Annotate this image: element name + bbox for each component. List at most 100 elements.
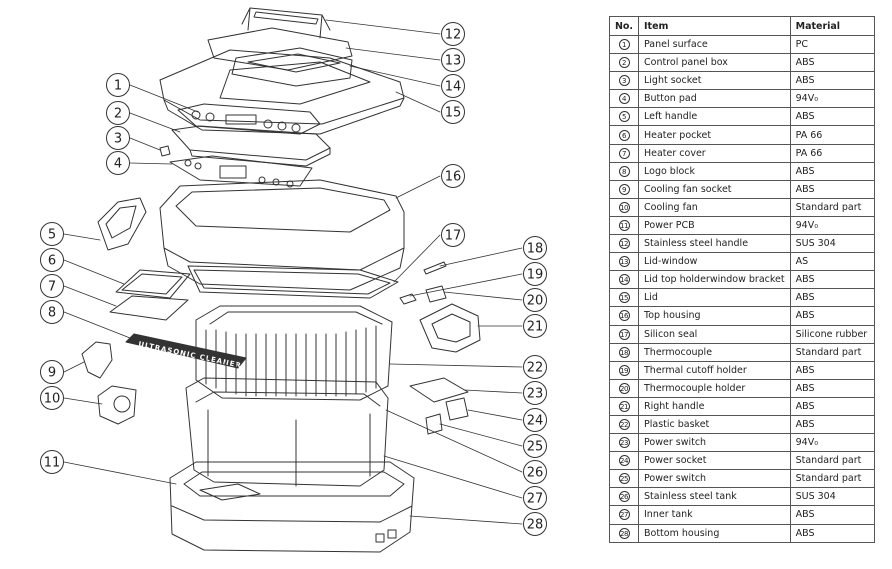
callout-circle [106,101,130,125]
callout-circle [441,223,465,247]
row-number: 8 [609,161,639,181]
callout-number: 6 [48,254,56,269]
callout-number: 7 [48,280,56,295]
row-number-badge: 1 [618,39,630,51]
row-material: Standard part [789,342,875,362]
row-item: Heater pocket [638,125,791,145]
inner-tank-part [185,377,389,487]
row-number: 10 [609,197,639,217]
callout-10: 10 [40,386,64,410]
row-number-badge: 20 [618,382,630,394]
row-material: SUS 304 [789,487,875,507]
callout-17: 17 [441,223,465,247]
row-number: 14 [609,270,639,290]
row-item: Bottom housing [638,523,791,543]
callout-circle [40,360,64,384]
row-number-badge: 6 [618,129,630,141]
row-number: 1 [609,34,639,55]
thermal-cutoff-holder-part [399,293,417,305]
callout-number: 3 [114,132,122,147]
row-number-badge: 12 [618,238,630,250]
row-material: ABS [789,360,875,380]
row-item: Control panel box [638,53,791,73]
callout-28: 28 [523,512,547,536]
callout-circle [441,100,465,124]
lid-part [159,49,405,135]
row-material: ABS [789,179,875,199]
row-number-badge: 23 [618,437,630,449]
callout-number: 18 [527,242,544,257]
callout-2: 2 [106,101,130,125]
row-item: Lid top holderwindow bracket [638,270,791,290]
row-material: Silicone rubber [789,324,875,344]
row-material: ABS [789,523,875,543]
row-item: Lid [638,288,791,308]
row-number: 15 [609,288,639,308]
callout-number: 21 [527,320,544,335]
callout-27: 27 [523,486,547,510]
heater-cover-part [109,295,189,321]
callout-number: 26 [527,466,544,481]
callout-9: 9 [40,360,64,384]
row-material: Standard part [789,197,875,217]
callout-18: 18 [523,236,547,260]
row-item: Thermocouple holder [638,378,791,398]
table-header-row: No. Item Material [609,16,875,36]
row-item: Power socket [638,451,791,471]
row-material: 94V₀ [789,89,875,109]
callout-circle [441,48,465,72]
callout-circle [523,314,547,338]
cooling-fan-socket-part [81,341,113,379]
cooling-fan-part [97,385,137,425]
row-number-badge: 17 [618,328,630,340]
callout-4: 4 [106,151,130,175]
power-socket-part [445,397,469,421]
row-item: Top housing [638,306,791,326]
row-number: 9 [609,179,639,199]
callout-number: 27 [527,492,544,507]
row-number: 27 [609,505,639,525]
row-number-badge: 2 [618,57,630,69]
callout-6: 6 [40,248,64,272]
callout-24: 24 [523,408,547,432]
header-item: Item [638,16,791,36]
row-number-badge: 19 [618,364,630,376]
callout-circle [106,151,130,175]
row-number-badge: 14 [618,274,630,286]
callout-number: 5 [48,228,56,243]
callouts: 1234567891011121314151617181920212223242… [40,22,547,536]
row-number: 3 [609,71,639,91]
row-number: 26 [609,487,639,507]
row-number-badge: 3 [618,75,630,87]
row-number: 21 [609,396,639,416]
row-number: 16 [609,306,639,326]
row-item: Stainless steel tank [638,487,791,507]
callout-circle [523,512,547,536]
row-number-badge: 15 [618,292,630,304]
callout-20: 20 [523,288,547,312]
row-item: Silicon seal [638,324,791,344]
callout-circle [40,222,64,246]
callout-number: 22 [527,361,544,376]
row-item: Right handle [638,396,791,416]
row-number-badge: 10 [618,201,630,213]
row-material: ABS [789,107,875,127]
panel-surface-part [177,103,321,135]
row-number-badge: 21 [618,400,630,412]
callout-3: 3 [106,126,130,150]
callout-number: 28 [527,518,544,533]
callout-circle [523,288,547,312]
row-material: AS [789,252,875,272]
